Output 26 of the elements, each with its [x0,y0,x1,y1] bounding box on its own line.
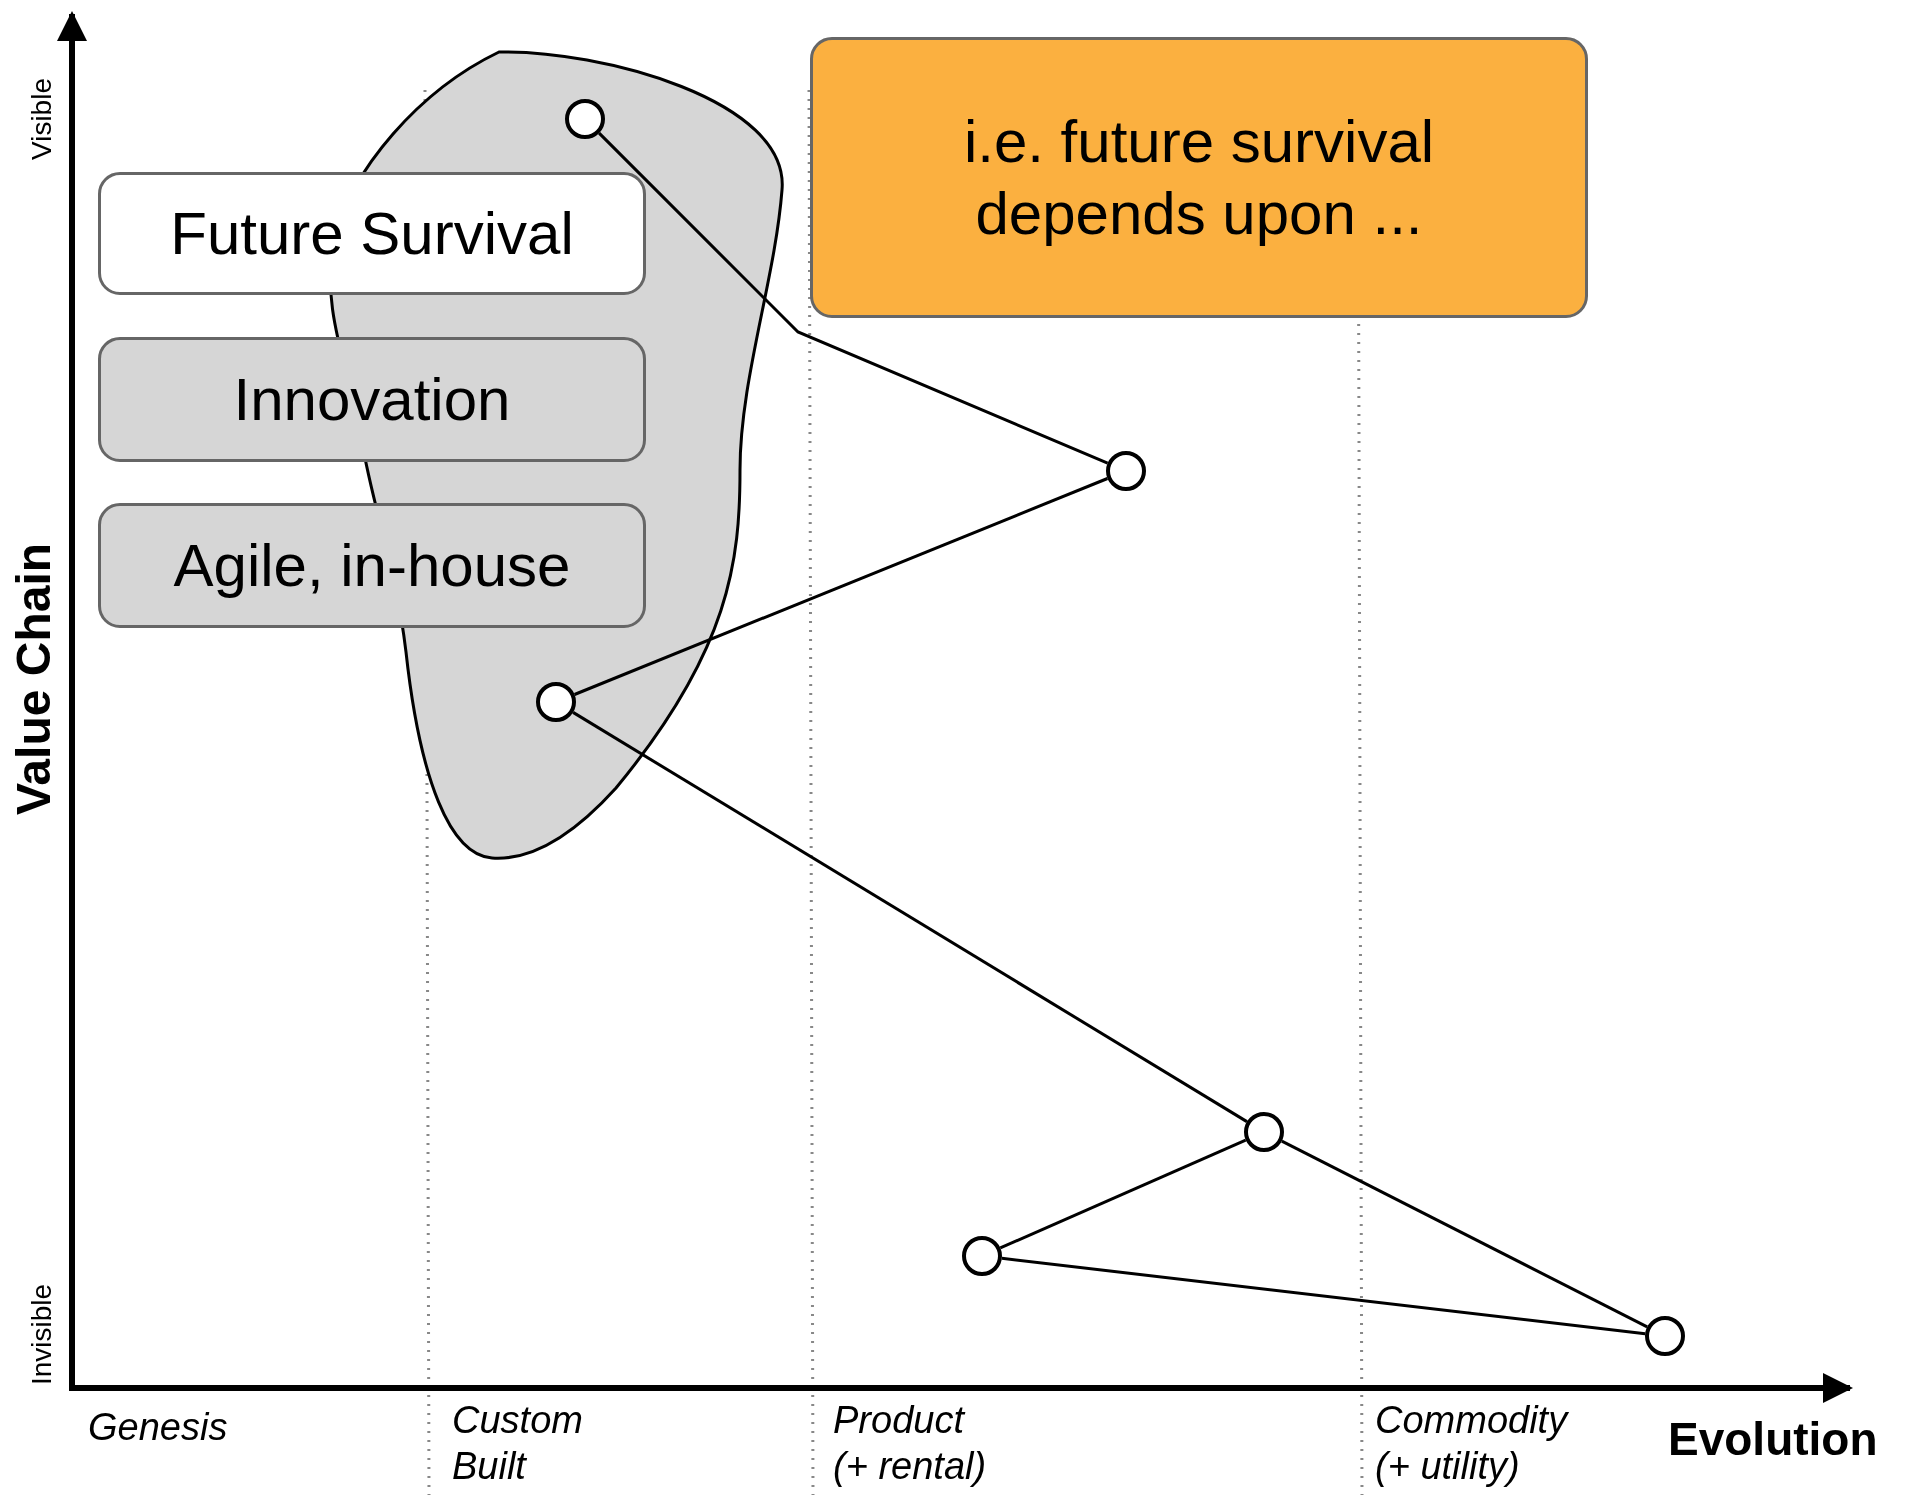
axis-end-label: Visible [28,78,56,160]
stage-label: Custom Built [452,1398,584,1489]
stage-label: Genesis [88,1405,229,1450]
axis-title: Evolution [1668,1412,1878,1466]
connector-line [598,132,1109,465]
connector-line [1281,1139,1648,1329]
axis-title: Value Chain [10,542,58,815]
box-text: Innovation [233,364,511,435]
stage-label: Product (+ rental) [833,1398,988,1489]
stage-label: Commodity (+ utility) [1375,1398,1570,1489]
box-text: i.e. future survival depends upon ... [962,106,1436,249]
component-box [98,503,646,628]
connector-line [1001,1256,1646,1336]
connector-line [573,477,1109,696]
component-circle [1106,451,1146,491]
component-box [98,337,646,462]
component-circle [962,1236,1002,1276]
component-circle [1645,1316,1685,1356]
callout-box [810,37,1588,318]
box-text: Future Survival [170,198,574,269]
component-circle [1244,1112,1284,1152]
axis-end-label: Invisible [28,1283,56,1385]
connector-line [999,1138,1247,1250]
box-text: Agile, in-house [173,530,571,601]
component-box [98,172,646,295]
connector-line [572,711,1248,1123]
